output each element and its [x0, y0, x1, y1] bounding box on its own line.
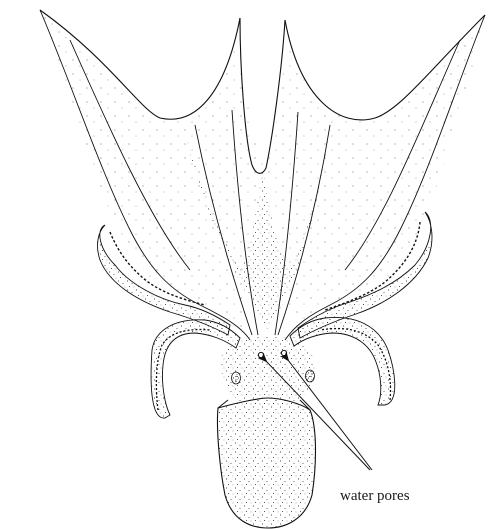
water-pores-label: water pores [340, 488, 410, 504]
left-eye [232, 372, 241, 384]
water-pore-left [258, 352, 263, 357]
web-membrane [40, 10, 485, 340]
head [221, 336, 315, 406]
right-eye [306, 370, 315, 382]
water-pore-right [281, 350, 286, 355]
mantle [217, 398, 315, 528]
